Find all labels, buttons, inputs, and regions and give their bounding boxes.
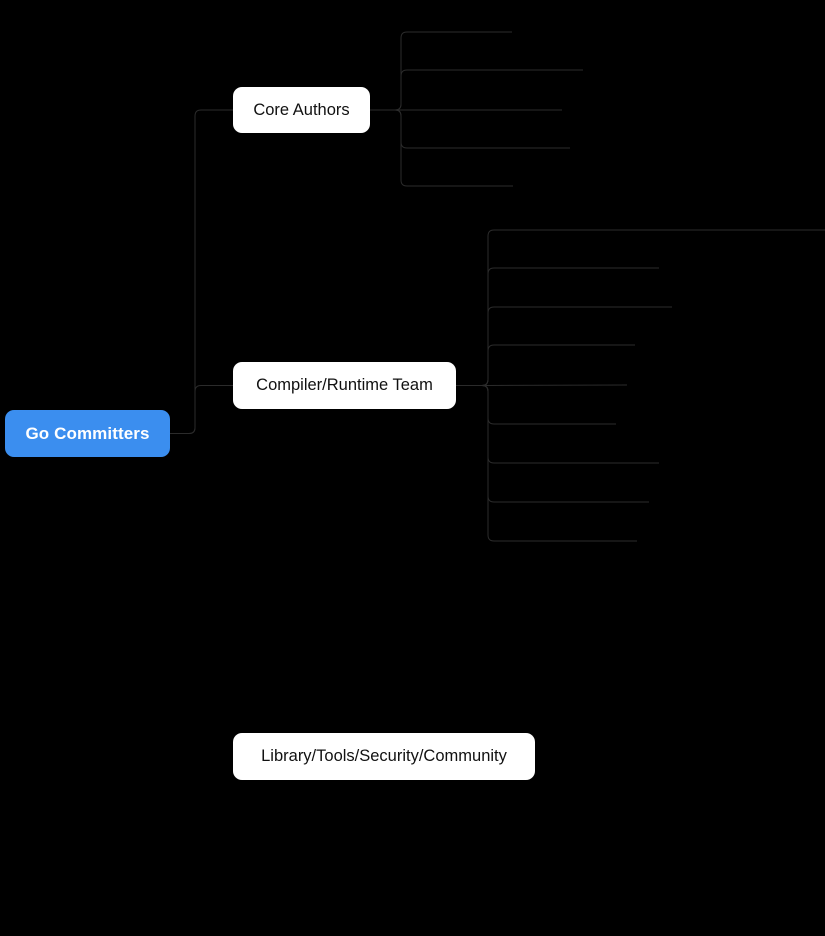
mindmap-leaf-node-2-9[interactable]	[488, 524, 637, 541]
mindmap-leaf-node-1-3[interactable]	[401, 93, 562, 110]
mindmap-leaf-node-2-2[interactable]	[488, 251, 659, 268]
connector-line	[487, 384, 628, 386]
mindmap-leaf-node-2-1[interactable]	[488, 213, 825, 230]
connector-line	[170, 385, 233, 434]
mindmap-leaf-node-2-4[interactable]	[488, 328, 635, 345]
mindmap-leaf-node-1-4[interactable]	[401, 131, 570, 148]
mindmap-branch-node-1[interactable]: Core Authors	[233, 87, 370, 133]
mindmap-branch-node-3[interactable]: Library/Tools/Security/Community	[233, 733, 535, 780]
branch-node-label: Core Authors	[253, 100, 350, 119]
mindmap-branch-node-2[interactable]: Compiler/Runtime Team	[233, 362, 456, 409]
mindmap-leaf-node-2-5[interactable]	[488, 368, 627, 385]
branch-node-label: Compiler/Runtime Team	[256, 376, 433, 395]
mindmap-leaf-node-2-8[interactable]	[488, 485, 649, 502]
mindmap-leaf-node-1-5[interactable]	[401, 169, 513, 186]
mindmap-leaf-node-2-3[interactable]	[488, 290, 672, 307]
mindmap-leaf-node-2-7[interactable]	[488, 446, 659, 463]
mindmap-leaf-node-1-2[interactable]	[401, 53, 583, 70]
branch-node-label: Library/Tools/Security/Community	[261, 747, 507, 766]
mindmap-root-node[interactable]: Go Committers	[5, 410, 170, 457]
mindmap-leaf-node-2-6[interactable]	[488, 407, 616, 424]
mindmap-leaf-node-1-1[interactable]	[401, 15, 512, 32]
connector-line	[170, 109, 233, 434]
